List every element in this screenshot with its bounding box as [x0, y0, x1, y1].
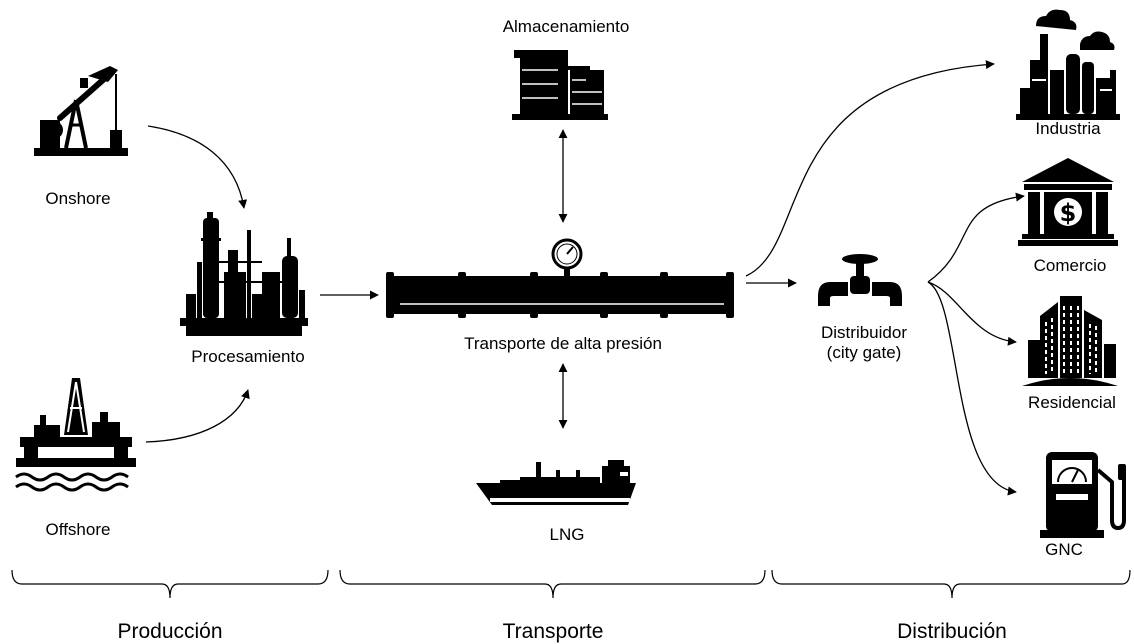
city-buildings-icon	[1022, 296, 1118, 386]
stage-braces	[11, 569, 1131, 599]
stage-distribucion: Distribución	[897, 620, 1007, 643]
label-comercio: Comercio	[1033, 256, 1107, 275]
pipeline-with-gauge-icon	[386, 238, 734, 318]
lng-tanker-ship-icon	[476, 460, 636, 505]
flow-arrows	[145, 60, 1025, 496]
valve-icon	[818, 254, 902, 306]
storage-tank-icon	[512, 50, 608, 120]
pumpjack-icon	[34, 66, 128, 156]
label-transporte-alta-presion: Transporte de alta presión	[464, 334, 662, 353]
label-offshore: Offshore	[45, 520, 111, 539]
brace-produccion	[11, 569, 329, 599]
bank-icon: $	[1018, 158, 1118, 246]
arrow-onshore-to-procesamiento	[147, 125, 248, 209]
offshore-platform-icon	[15, 378, 136, 492]
label-residencial: Residencial	[1028, 393, 1116, 412]
refinery-icon	[180, 212, 308, 336]
label-gnc: GNC	[1045, 540, 1083, 559]
svg-text:$: $	[1060, 199, 1077, 227]
factory-icon	[1016, 9, 1120, 120]
brace-transporte	[339, 569, 766, 599]
label-distribuidor: Distribuidor (city gate)	[821, 323, 907, 363]
label-procesamiento: Procesamiento	[191, 347, 305, 366]
fuel-pump-icon	[1040, 452, 1126, 538]
arrow-to-industria	[745, 60, 995, 277]
label-onshore: Onshore	[45, 189, 111, 208]
label-almacenamiento: Almacenamiento	[502, 17, 630, 36]
stage-transporte: Transporte	[502, 620, 604, 643]
arrow-offshore-to-procesamiento	[145, 389, 250, 443]
arrow-to-gnc	[927, 281, 1017, 496]
arrow-to-comercio	[927, 192, 1025, 283]
label-lng: LNG	[549, 525, 585, 544]
label-distribuidor-line2: (city gate)	[826, 343, 902, 362]
stage-produccion: Producción	[117, 620, 223, 643]
label-distribuidor-line1: Distribuidor	[821, 323, 907, 342]
brace-distribucion	[771, 569, 1131, 599]
label-industria: Industria	[1035, 119, 1101, 138]
arrow-to-residencial	[927, 281, 1017, 346]
